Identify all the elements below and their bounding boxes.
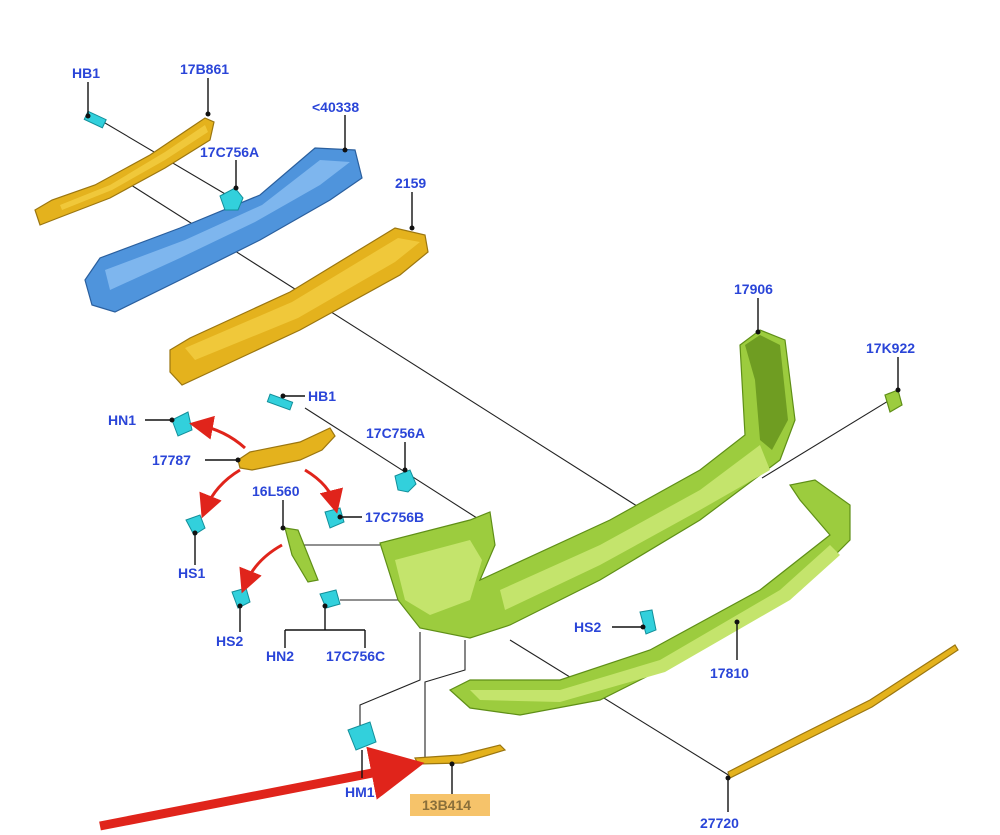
clip-hs1[interactable] [185, 514, 206, 536]
label-13b414[interactable]: 13B414 [422, 797, 471, 813]
label-hs2-right[interactable]: HS2 [574, 619, 601, 635]
label-17k922[interactable]: 17K922 [866, 340, 915, 356]
clip-17c756a-top[interactable] [219, 187, 244, 211]
label-17810[interactable]: 17810 [710, 665, 749, 681]
label-27720[interactable]: 27720 [700, 815, 739, 831]
label-hn1[interactable]: HN1 [108, 412, 136, 428]
label-17c756a-top[interactable]: 17C756A [200, 144, 259, 160]
highlight-box-13b414 [410, 794, 490, 816]
upper-bumper-bracket-17b861[interactable] [34, 117, 215, 226]
label-17c756a-mid[interactable]: 17C756A [366, 425, 425, 441]
lower-valance-17810[interactable] [448, 479, 851, 716]
label-16l560[interactable]: 16L560 [252, 483, 300, 499]
label-hn2[interactable]: HN2 [266, 648, 294, 664]
label-hs1[interactable]: HS1 [178, 565, 205, 581]
bracket-16l560[interactable] [284, 527, 319, 583]
label-17787[interactable]: 17787 [152, 452, 191, 468]
label-17b861[interactable]: 17B861 [180, 61, 229, 77]
bracket-17k922[interactable] [884, 389, 903, 413]
label-hs2-left[interactable]: HS2 [216, 633, 243, 649]
clip-hn1[interactable] [171, 411, 193, 437]
bumper-reinforcement-40338[interactable] [84, 147, 363, 313]
label-17906[interactable]: 17906 [734, 281, 773, 297]
rear-bumper-cover-17906[interactable] [379, 329, 796, 639]
clip-hm1[interactable] [347, 721, 377, 751]
bracket-17787[interactable] [237, 427, 336, 471]
label-hm1[interactable]: HM1 [345, 784, 375, 800]
label-hb1-mid[interactable]: HB1 [308, 388, 336, 404]
clip-hs2-right[interactable] [639, 609, 657, 635]
energy-absorber-2159[interactable] [169, 227, 429, 386]
label-40338[interactable]: <40338 [312, 99, 359, 115]
red-arrows [99, 415, 425, 831]
reflector-13b414[interactable] [414, 744, 507, 765]
callouts: HB1 17B861 <40338 17C756A 2159 17906 17K… [72, 61, 915, 831]
label-17c756b[interactable]: 17C756B [365, 509, 424, 525]
pointer-arrow [99, 746, 425, 831]
label-2159[interactable]: 2159 [395, 175, 426, 191]
label-hb1-top[interactable]: HB1 [72, 65, 100, 81]
clip-hb1-mid[interactable] [266, 393, 294, 411]
clip-17c756a-mid[interactable] [394, 469, 417, 493]
label-17c756c[interactable]: 17C756C [326, 648, 385, 664]
trim-strip-27720[interactable] [727, 644, 959, 779]
